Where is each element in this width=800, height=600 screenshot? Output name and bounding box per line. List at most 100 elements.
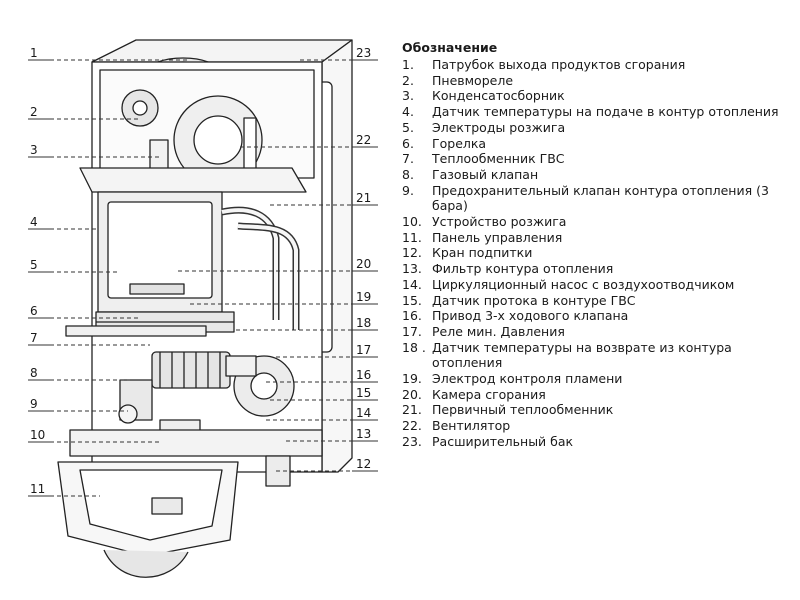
callout-number: 19: [356, 290, 371, 304]
legend-item-text: Реле мин. Давления: [432, 323, 565, 339]
legend-item-text: Конденсатосборник: [432, 88, 565, 104]
legend-item-number: 1.: [402, 57, 414, 72]
legend-item-number: 2.: [402, 72, 414, 88]
chamber-label-plate: [129, 283, 185, 295]
legend-item: 6. Горелка: [402, 136, 794, 152]
legend-item-text: Панель управления: [432, 229, 563, 245]
legend-item: 19. Электрод контроля пламени: [402, 371, 794, 387]
legend-item: 8. Газовый клапан: [402, 167, 794, 183]
legend-item-text: Датчик температуры на возврате из контур…: [432, 339, 732, 371]
callout-number: 10: [30, 428, 45, 442]
legend-item: 12.Кран подпитки: [402, 245, 794, 261]
legend-item-number: 19.: [402, 371, 422, 387]
legend-item: 20. Камера сгорания: [402, 387, 794, 403]
primary-pipe-right-core: [237, 224, 298, 330]
legend-item-text: Вентилятор: [432, 418, 511, 434]
callout-number: 13: [356, 427, 371, 441]
legend-item-text: Пневмореле: [432, 72, 514, 88]
legend-item-number: 15.: [402, 292, 422, 308]
legend-item-number: 8.: [402, 166, 414, 182]
legend-item-number: 10.: [402, 214, 422, 230]
legend-item-number: 18 .: [402, 339, 426, 355]
callout-number: 4: [30, 215, 38, 229]
legend-item-number: 22.: [402, 418, 422, 434]
legend-item-number: 3.: [402, 88, 414, 104]
legend-item-text: Горелка: [432, 135, 487, 151]
valve-actuator: [225, 355, 257, 377]
callout-number: 23: [356, 46, 371, 60]
legend-item-number: 11.: [402, 229, 422, 245]
pump-hub: [250, 372, 278, 400]
legend-item-text: Электроды розжига: [432, 119, 566, 135]
callout-number: 20: [356, 257, 371, 271]
callout-number: 16: [356, 368, 371, 382]
legend-item-text: Первичный теплообменник: [432, 402, 614, 418]
legend-item: 22. Вентилятор: [402, 418, 794, 434]
legend-item-number: 13.: [402, 261, 422, 277]
wire-pipe: [243, 117, 257, 175]
control-window: [151, 497, 183, 515]
legend-item-number: 6.: [402, 135, 414, 151]
legend-item-number: 23.: [402, 433, 422, 449]
legend-item-number: 17.: [402, 323, 422, 339]
safety-valve: [118, 404, 138, 424]
legend-item-number: 16.: [402, 308, 422, 324]
legend-item-text: Газовый клапан: [432, 166, 539, 182]
legend-item-text: Привод 3-х ходового клапана: [432, 308, 629, 324]
boiler-drawing: [57, 39, 353, 578]
hood: [79, 167, 307, 193]
legend-item: 16. Привод 3-х ходового клапана: [402, 308, 794, 324]
legend-item-number: 14.: [402, 276, 422, 292]
legend-item: 18 . Датчик температуры на возврате из ко…: [402, 340, 794, 371]
legend-item-number: 12.: [402, 245, 422, 261]
legend-item-text: Теплообменник ГВС: [432, 151, 565, 167]
callout-number: 3: [30, 143, 38, 157]
legend-item-text: Патрубок выхода продуктов сгорания: [432, 57, 686, 72]
legend-item: 23. Расширительный бак: [402, 434, 794, 450]
legend-item: 21.Первичный теплообменник: [402, 402, 794, 418]
burner-tray: [65, 325, 207, 337]
legend-item-number: 9.: [402, 182, 414, 198]
legend-item-text: Фильтр контура отопления: [432, 261, 614, 277]
callout-number: 11: [30, 482, 45, 496]
legend-list: 1. Патрубок выхода продуктов сгорания 2. Пн…: [402, 57, 794, 450]
legend-item: 2. Пневмореле: [402, 73, 794, 89]
callout-number: 9: [30, 397, 38, 411]
legend-item-text: Электрод контроля пламени: [432, 371, 623, 387]
callout-number: 12: [356, 457, 371, 471]
callout-number: 17: [356, 343, 371, 357]
bottom-manifold: [69, 429, 323, 457]
legend-item: 1. Патрубок выхода продуктов сгорания: [402, 57, 794, 73]
callout-number: 22: [356, 133, 371, 147]
legend-item-number: 5.: [402, 119, 414, 135]
leader-lines: [28, 59, 378, 497]
legend-item: 3. Конденсатосборник: [402, 88, 794, 104]
callout-number: 18: [356, 316, 371, 330]
legend-title: Обозначение: [402, 40, 498, 55]
legend-item: 14.Циркуляционный насос с воздухоотводчи…: [402, 277, 794, 293]
panel-handle: [103, 549, 189, 578]
callout-number: 15: [356, 386, 371, 400]
legend-item: 5. Электроды розжига: [402, 120, 794, 136]
control-panel-inner: [79, 469, 223, 541]
legend: Обозначение 1. Патрубок выхода продуктов …: [402, 40, 794, 450]
legend-item-text: Датчик температуры на подаче в контур от…: [432, 104, 779, 120]
legend-item-text: Камера сгорания: [432, 386, 546, 402]
top-cap: [91, 39, 353, 63]
legend-item: 9. Предохранительный клапан контура отопл…: [402, 183, 794, 214]
callout-number: 1: [30, 46, 38, 60]
legend-item-text: Устройство розжига: [432, 214, 567, 230]
legend-item: 4.Датчик температуры на подаче в контур …: [402, 104, 794, 120]
primary-pipe-left-core: [221, 208, 278, 320]
legend-item-text: Датчик протока в контуре ГВС: [432, 292, 636, 308]
legend-item: 13. Фильтр контура отопления: [402, 261, 794, 277]
pressure-switch-core: [132, 100, 148, 116]
callout-number: 7: [30, 331, 38, 345]
legend-item-text: Расширительный бак: [432, 433, 574, 449]
legend-item-number: 20.: [402, 386, 422, 402]
callout-number: 21: [356, 191, 371, 205]
legend-item: 10. Устройство розжига: [402, 214, 794, 230]
legend-item-text: Предохранительный клапан контура отоплен…: [432, 182, 769, 214]
